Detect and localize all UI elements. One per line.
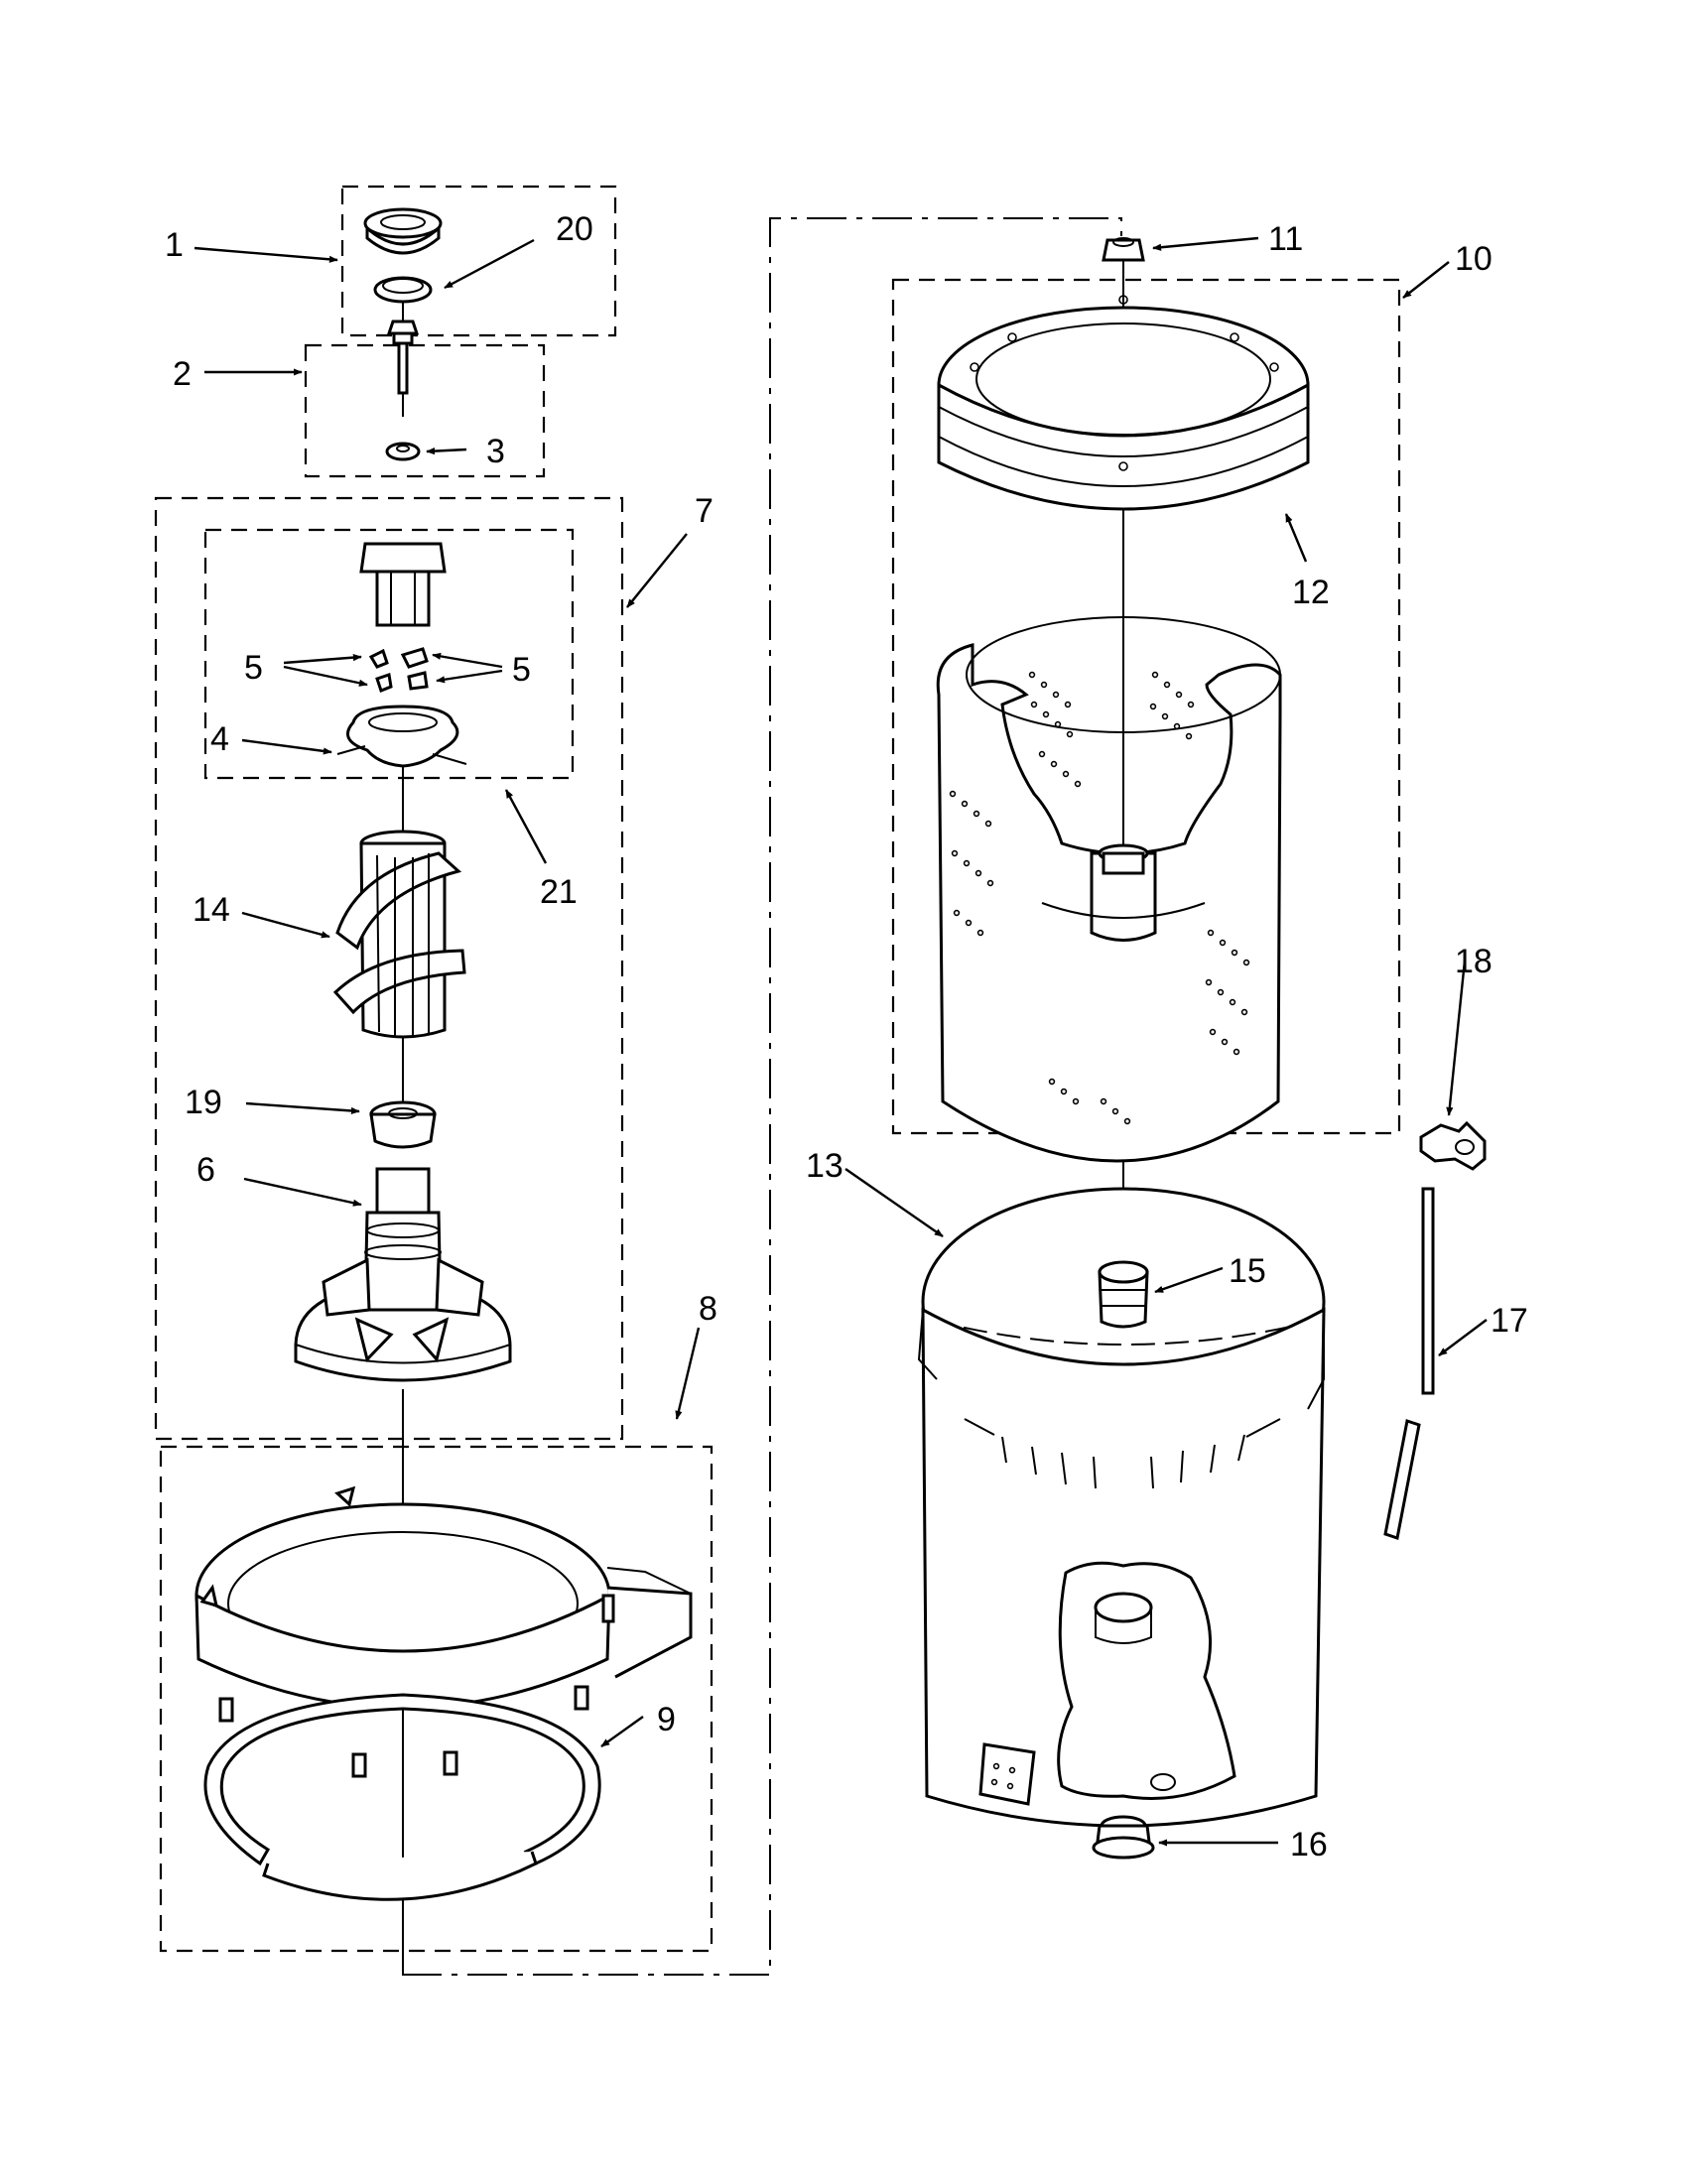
group-box-8: [159, 1445, 714, 1953]
callout-2: 2: [173, 355, 192, 393]
callout-12: 12: [1292, 574, 1330, 611]
agitator-cap[interactable]: [363, 207, 443, 255]
callout-4: 4: [210, 720, 229, 758]
spin-tub-nut[interactable]: [1102, 237, 1145, 262]
tub-ring[interactable]: [195, 1485, 693, 1778]
group-box-21: [203, 528, 575, 780]
hose[interactable]: [1383, 1187, 1435, 1540]
drive-hub[interactable]: [1098, 1260, 1149, 1329]
connector-line: [402, 217, 1122, 1976]
agitator-bolt[interactable]: [386, 320, 420, 395]
callout-21: 21: [540, 873, 578, 911]
hose-clip[interactable]: [1419, 1120, 1487, 1171]
callout-20: 20: [556, 210, 593, 248]
spin-basket[interactable]: [936, 616, 1282, 1163]
callout-8: 8: [699, 1290, 717, 1328]
cam-drive-top[interactable]: [359, 542, 447, 627]
washer[interactable]: [385, 442, 421, 461]
callout-10: 10: [1455, 240, 1493, 278]
callout-11: 11: [1268, 220, 1303, 258]
callout-9: 9: [657, 1701, 676, 1738]
basket-perforations: [949, 671, 1250, 1125]
agitator-dogs[interactable]: [368, 647, 429, 693]
callout-labels: 1 20 2 3 7 5 5 4 21 14 19 6 8 9 11 10 12…: [165, 210, 1528, 1863]
leader-lines: [194, 236, 1488, 1847]
group-box-2: [304, 343, 546, 478]
callout-17: 17: [1491, 1302, 1528, 1340]
bearing-seal[interactable]: [1092, 1815, 1155, 1860]
cap-seal-ring[interactable]: [373, 276, 433, 304]
ratchet[interactable]: [369, 1100, 437, 1149]
callout-1: 1: [165, 226, 184, 264]
callout-18: 18: [1455, 943, 1493, 980]
cam-plate[interactable]: [336, 705, 467, 768]
agitator-base[interactable]: [294, 1167, 512, 1382]
callout-14: 14: [193, 891, 230, 929]
callout-7: 7: [695, 492, 714, 530]
group-box-1-20: [340, 185, 617, 337]
callout-6: 6: [196, 1151, 215, 1189]
callout-13: 13: [806, 1147, 844, 1185]
group-box-7: [154, 496, 624, 1441]
tub-slots: [964, 1418, 1281, 1489]
callout-15: 15: [1229, 1252, 1266, 1290]
callout-3: 3: [486, 433, 505, 470]
tub-ring-seal[interactable]: [203, 1693, 601, 1901]
callout-19: 19: [185, 1084, 222, 1121]
balance-ring[interactable]: [937, 295, 1310, 511]
callout-5-left: 5: [244, 649, 263, 687]
auger[interactable]: [332, 830, 466, 1039]
callout-16: 16: [1290, 1826, 1328, 1863]
callout-5-right: 5: [512, 651, 531, 689]
